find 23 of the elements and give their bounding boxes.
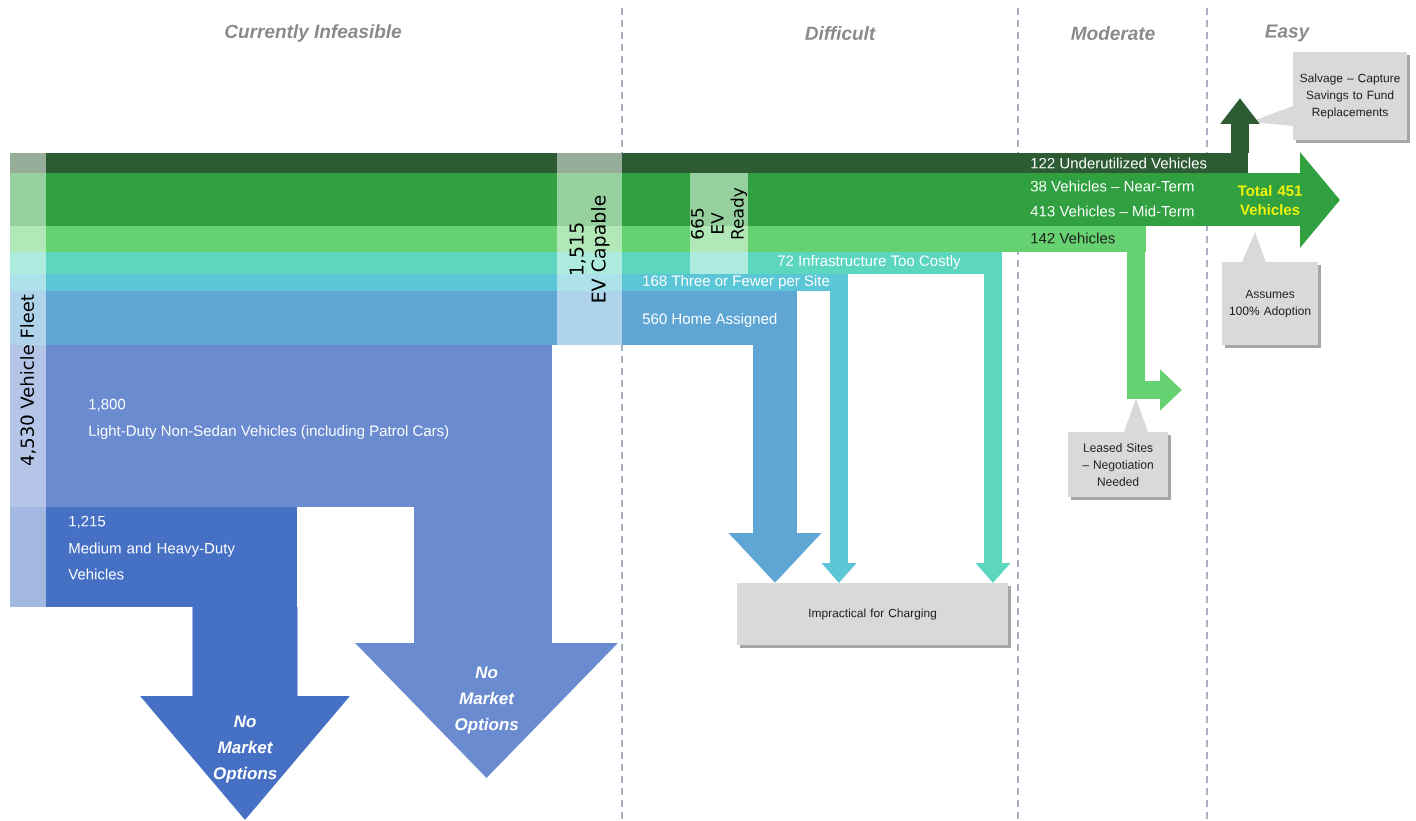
band-label: 560 Home Assigned (642, 313, 777, 327)
node-label: 1,515 (569, 223, 586, 275)
band-label: Medium and Heavy-Duty Vehicles (68, 542, 235, 580)
callout-box: Leased Sites – Negotiation Needed (1068, 398, 1171, 500)
band-label: 168 Three or Fewer per Site (643, 275, 830, 289)
band-label: 1,215 (69, 515, 106, 529)
arrowhead-label: No Market Options (455, 666, 519, 734)
overlay-band: 1,515 EV Capable (557, 153, 622, 345)
node-label: EV Capable (591, 195, 610, 302)
band-label: Light-Duty Non-Sedan Vehicles (including Patrol Cars) (89, 425, 449, 439)
overlay-band: 4,530 Vehicle Fleet (10, 153, 46, 607)
callout-box: Assumes 100% Adoption (1222, 232, 1321, 348)
result-box: Impractical for Charging (737, 583, 1011, 648)
arrowhead-label: No Market Options (213, 715, 277, 783)
column-heading: Difficult (805, 26, 876, 40)
band-label: 142 Vehicles (1031, 232, 1115, 244)
band-label: 72 Infrastructure Too Costly (778, 255, 961, 269)
band-label: 122 Underutilized Vehicles (1031, 157, 1207, 169)
band-label: 1,800 (89, 398, 126, 412)
column-heading: Moderate (1071, 26, 1155, 40)
column-heading: Currently Infeasible (225, 24, 402, 42)
column-heading: Easy (1265, 24, 1310, 42)
callout-box: Salvage – Capture Savings to Fund Replacements (1250, 52, 1410, 143)
